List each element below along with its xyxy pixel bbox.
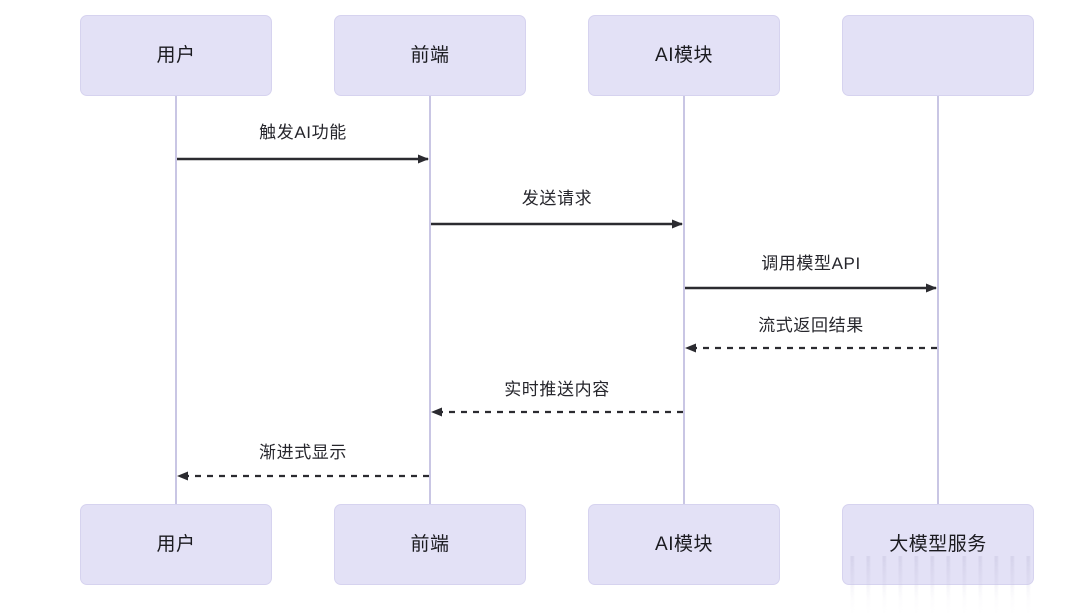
participant-box-bottom-llm-service[interactable]: 大模型服务	[842, 504, 1034, 585]
message-label-2: 发送请求	[521, 189, 593, 208]
message-label-6: 渐进式显示	[259, 443, 347, 462]
message-label-5: 实时推送内容	[504, 380, 610, 399]
participant-box-top-user[interactable]: 用户	[80, 15, 272, 96]
participant-box-top-frontend[interactable]: 前端	[334, 15, 526, 96]
participant-box-top-llm-service[interactable]	[842, 15, 1034, 96]
message-label-1: 触发AI功能	[259, 123, 347, 142]
message-label-3: 调用模型API	[761, 254, 861, 273]
messages-layer	[177, 154, 937, 481]
lifelines-layer	[175, 96, 939, 504]
participant-box-bottom-ai-module[interactable]: AI模块	[588, 504, 780, 585]
participant-box-top-ai-module[interactable]: AI模块	[588, 15, 780, 96]
message-label-4: 流式返回结果	[758, 316, 864, 335]
participant-box-bottom-frontend[interactable]: 前端	[334, 504, 526, 585]
participant-box-bottom-user[interactable]: 用户	[80, 504, 272, 585]
